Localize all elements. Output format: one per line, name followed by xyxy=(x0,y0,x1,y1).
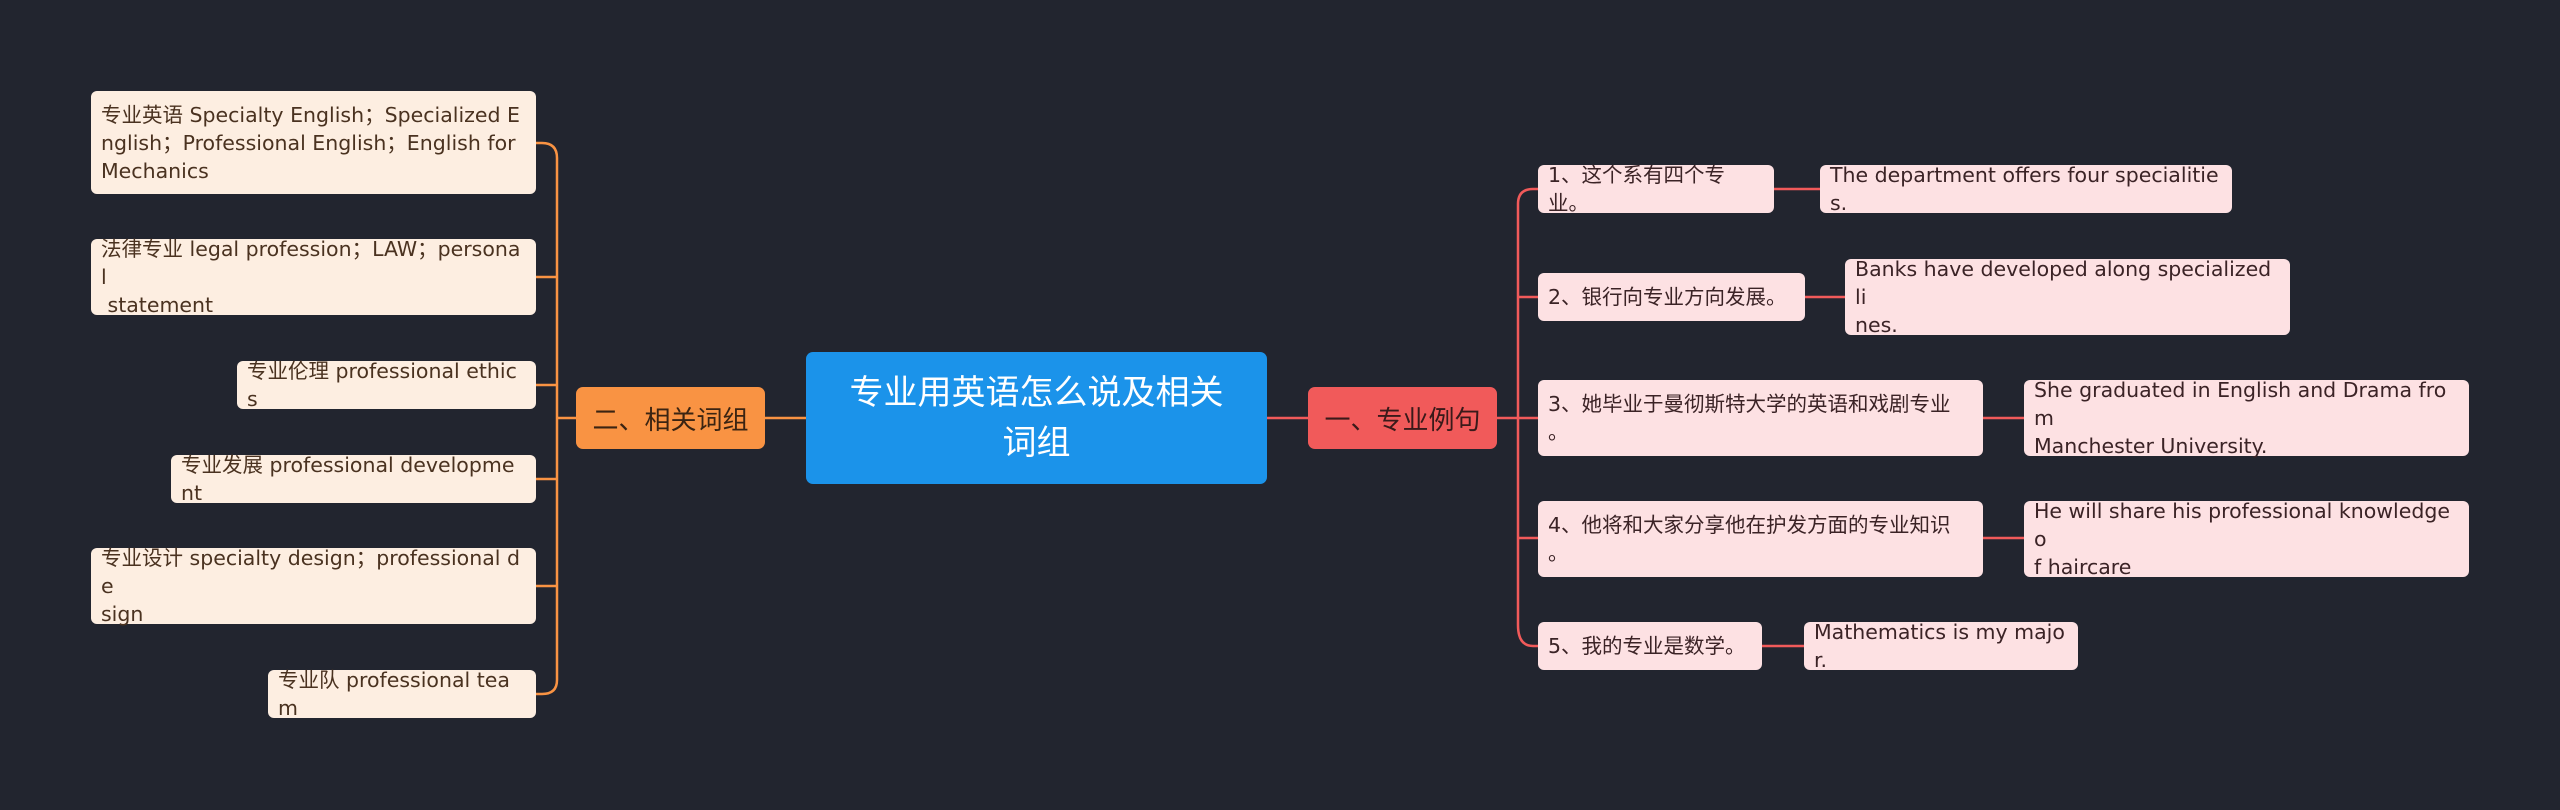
sentence-zh-4[interactable]: 4、他将和大家分享他在护发方面的专业知识 。 xyxy=(1538,501,1983,577)
sentence-zh-5[interactable]: 5、我的专业是数学。 xyxy=(1538,622,1762,670)
connector-left-6 xyxy=(536,679,559,696)
phrase-3[interactable]: 专业伦理 professional ethics xyxy=(237,359,536,411)
sentence-en-5[interactable]: Mathematics is my major. xyxy=(1804,620,2078,672)
phrase-6[interactable]: 专业队 professional team xyxy=(268,668,536,720)
sentence-zh-2[interactable]: 2、银行向专业方向发展。 xyxy=(1538,273,1805,321)
connector-right-1 xyxy=(1516,187,1538,205)
connector-left-trunk xyxy=(555,158,576,680)
phrase-1[interactable]: 专业英语 Specialty English；Specialized E ngl… xyxy=(91,91,536,194)
branch-example-sentences[interactable]: 一、专业例句 xyxy=(1308,387,1497,449)
connector-left-1 xyxy=(536,141,559,159)
sentence-en-1[interactable]: The department offers four specialities. xyxy=(1820,163,2232,215)
sentence-en-2[interactable]: Banks have developed along specialized l… xyxy=(1845,257,2290,337)
sentence-en-3[interactable]: She graduated in English and Drama from … xyxy=(2024,378,2469,458)
connector-right-trunk xyxy=(1497,204,1520,625)
connector-right-5 xyxy=(1516,624,1538,648)
root-topic[interactable]: 专业用英语怎么说及相关 词组 xyxy=(806,352,1267,484)
phrase-2[interactable]: 法律专业 legal profession；LAW；personal state… xyxy=(91,237,536,317)
sentence-en-4[interactable]: He will share his professional knowledge… xyxy=(2024,499,2469,579)
phrase-4[interactable]: 专业发展 professional development xyxy=(171,453,536,505)
phrase-5[interactable]: 专业设计 specialty design；professional de si… xyxy=(91,546,536,626)
sentence-zh-1[interactable]: 1、这个系有四个专业。 xyxy=(1538,163,1774,215)
sentence-zh-3[interactable]: 3、她毕业于曼彻斯特大学的英语和戏剧专业 。 xyxy=(1538,380,1983,456)
branch-related-phrases[interactable]: 二、相关词组 xyxy=(576,387,765,449)
